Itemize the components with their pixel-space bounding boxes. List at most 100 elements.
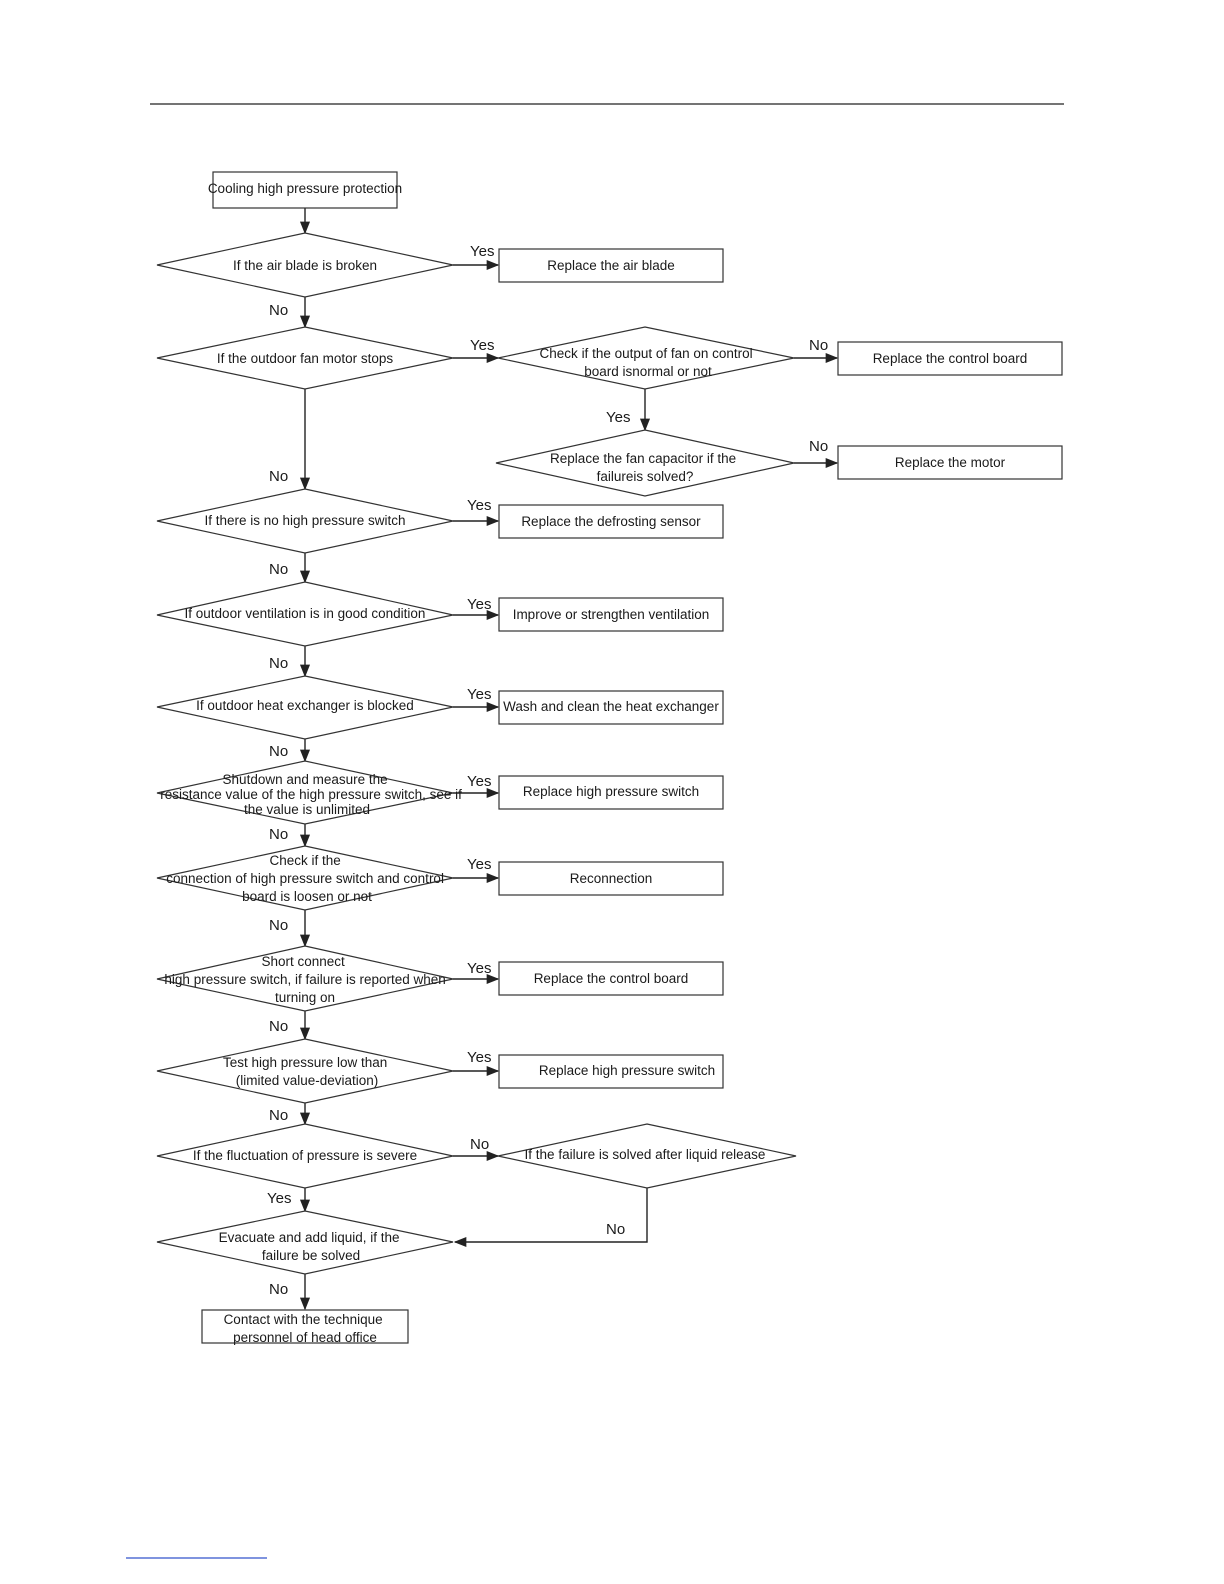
label-hx-yes: Yes (467, 686, 491, 703)
node-contact-head-office-line-1: Contact with the technique (224, 1312, 383, 1327)
label-output-yes: Yes (606, 409, 630, 426)
node-decision-ventilation-line-1: If outdoor ventilation is in good condit… (185, 606, 426, 621)
label-fan-yes: Yes (470, 337, 494, 354)
svg-text:If the outdoor fan motor stops: If the outdoor fan motor stops (217, 351, 394, 366)
label-test-yes: Yes (467, 1049, 491, 1066)
svg-text:Replace the fan capacitor if t: Replace the fan capacitor if the failure… (550, 451, 740, 484)
svg-text:Check if the connectio: Check if the connection of high pressure… (166, 853, 447, 904)
label-blade-no: No (269, 302, 288, 319)
svg-text:Replace the air blade: Replace the air blade (547, 258, 675, 273)
node-replace-motor-line-1: Replace the motor (895, 455, 1006, 470)
label-short-yes: Yes (467, 960, 491, 977)
label-fan-no: No (269, 468, 288, 485)
node-decision-pressure-switch-line-1: If there is no high pressure switch (204, 513, 405, 528)
label-resist-yes: Yes (467, 773, 491, 790)
node-decision-fan-output-line-2: board isnormal or not (584, 364, 712, 379)
svg-text:If the fluctuation of pressure: If the fluctuation of pressure is severe (193, 1148, 417, 1163)
node-decision-short-connect: Short connect high pressure switch, if f… (156, 945, 454, 1012)
label-capacitor-no: No (809, 438, 828, 455)
label-vent-no: No (269, 655, 288, 672)
flowchart-nodes: Cooling high pressure protection If the … (156, 171, 1063, 1345)
node-decision-fan-capacitor-line-2: failureis solved? (597, 469, 694, 484)
node-reconnection-line-1: Reconnection (570, 871, 653, 886)
edge-labels: Yes No Yes No Yes No No Yes No Yes No Ye… (267, 243, 828, 1298)
node-replace-control-board-1: Replace the control board (837, 341, 1063, 376)
node-replace-air-blade-line-1: Replace the air blade (547, 258, 675, 273)
node-decision-test-pressure-line-1: Test high pressure low than (223, 1055, 387, 1070)
node-decision-evacuate: Evacuate and add liquid, if the failure … (156, 1210, 454, 1275)
node-replace-motor: Replace the motor (837, 445, 1063, 480)
svg-text:Wash and clean the heat exchan: Wash and clean the heat exchanger (503, 699, 719, 714)
svg-text:Contact with the technique: Contact with the technique personnel of … (224, 1312, 387, 1345)
svg-text:Cooling high pressure protecti: Cooling high pressure protection (208, 181, 402, 196)
node-replace-control-board-2-line-1: Replace the control board (534, 971, 689, 986)
label-short-no: No (269, 1018, 288, 1035)
node-decision-connection-line-1: Check if the (269, 853, 340, 868)
edge-liquid-no (453, 1188, 648, 1248)
node-replace-defrosting-sensor: Replace the defrosting sensor (498, 504, 724, 539)
svg-text:If the air blade is broken: If the air blade is broken (233, 258, 377, 273)
label-resist-no: No (269, 826, 288, 843)
node-decision-short-connect-line-2: high pressure switch, if failure is repo… (164, 972, 445, 987)
node-improve-ventilation-line-1: Improve or strengthen ventilation (513, 607, 710, 622)
svg-text:Reconnection: Reconnection (570, 871, 653, 886)
svg-text:If outdoor heat exchanger is b: If outdoor heat exchanger is blocked (196, 698, 414, 713)
node-decision-evacuate-line-2: failure be solved (262, 1248, 360, 1263)
node-replace-defrosting-sensor-line-1: Replace the defrosting sensor (521, 514, 701, 529)
node-contact-head-office-line-2: personnel of head office (233, 1330, 377, 1345)
svg-text:Replace high pressure switch: Replace high pressure switch (523, 784, 699, 799)
node-decision-short-connect-line-1: Short connect (261, 954, 345, 969)
node-decision-liquid-release: If the failure is solved after liquid re… (497, 1123, 797, 1189)
label-output-no: No (809, 337, 828, 354)
node-decision-pressure-switch: If there is no high pressure switch (156, 488, 454, 554)
svg-text:Replace the defrosting sensor: Replace the defrosting sensor (521, 514, 701, 529)
node-decision-fan-output: Check if the output of fan on control bo… (497, 326, 795, 390)
svg-text:Replace the control board: Replace the control board (534, 971, 689, 986)
node-decision-evacuate-line-1: Evacuate and add liquid, if the (219, 1230, 400, 1245)
svg-text:Shutdown and measure the: Shutdown and measure the resistance valu… (160, 772, 465, 817)
node-decision-test-pressure-line-2: (limited value-deviation) (236, 1073, 379, 1088)
node-wash-heat-exchanger-line-1: Wash and clean the heat exchanger (503, 699, 719, 714)
node-decision-resistance-line-3: the value is unlimited (244, 802, 370, 817)
svg-text:Improve or strengthen ventilat: Improve or strengthen ventilation (513, 607, 710, 622)
svg-text:If there is no high pressure s: If there is no high pressure switch (204, 513, 405, 528)
label-blade-yes: Yes (470, 243, 494, 260)
node-wash-heat-exchanger: Wash and clean the heat exchanger (498, 690, 724, 725)
connectors (299, 208, 839, 1311)
node-replace-pressure-switch-1-line-1: Replace high pressure switch (523, 784, 699, 799)
node-replace-air-blade: Replace the air blade (498, 248, 724, 283)
svg-text:Evacuate and add liquid, if th: Evacuate and add liquid, if the failure … (219, 1230, 404, 1263)
node-start-line-1: Cooling high pressure protection (208, 181, 402, 196)
svg-text:Check if the output of fan on: Check if the output of fan on control bo… (540, 346, 757, 379)
node-decision-fan-capacitor-line-1: Replace the fan capacitor if the (550, 451, 736, 466)
node-decision-fan-capacitor: Replace the fan capacitor if the failure… (495, 429, 795, 497)
node-replace-control-board-2: Replace the control board (498, 961, 724, 996)
node-decision-resistance-line-1: Shutdown and measure the (223, 772, 388, 787)
node-replace-control-board-1-line-1: Replace the control board (873, 351, 1028, 366)
label-conn-no: No (269, 917, 288, 934)
node-reconnection: Reconnection (498, 861, 724, 896)
node-decision-short-connect-line-3: turning on (275, 990, 335, 1005)
node-decision-resistance: Shutdown and measure the resistance valu… (156, 760, 465, 825)
svg-text:If outdoor ventilation is in g: If outdoor ventilation is in good condit… (185, 606, 426, 621)
node-decision-fan-motor-line-1: If the outdoor fan motor stops (217, 351, 394, 366)
node-decision-fan-output-line-1: Check if the output of fan on control (540, 346, 753, 361)
node-replace-pressure-switch-2: Replace high pressure switch (498, 1054, 724, 1089)
node-decision-connection: Check if the connection of high pressure… (156, 845, 454, 911)
node-decision-resistance-line-2: resistance value of the high pressure sw… (160, 787, 462, 802)
label-fluct-yes: Yes (267, 1190, 291, 1207)
node-decision-connection-line-3: board is loosen or not (242, 889, 372, 904)
node-decision-fluctuation: If the fluctuation of pressure is severe (156, 1123, 454, 1189)
label-fluct-no: No (470, 1136, 489, 1153)
node-start: Cooling high pressure protection (208, 171, 402, 209)
node-decision-test-pressure: Test high pressure low than (limited val… (156, 1038, 454, 1104)
svg-text:Test high pressure low than: Test high pressure low than (limited val… (223, 1055, 391, 1088)
node-replace-pressure-switch-1: Replace high pressure switch (498, 775, 724, 810)
label-vent-yes: Yes (467, 596, 491, 613)
label-switch-no: No (269, 561, 288, 578)
label-liquid-no: No (606, 1221, 625, 1238)
node-decision-fan-motor: If the outdoor fan motor stops (156, 326, 454, 390)
svg-text:Replace high pressure switch: Replace high pressure switch (539, 1063, 715, 1078)
node-improve-ventilation: Improve or strengthen ventilation (498, 597, 724, 632)
